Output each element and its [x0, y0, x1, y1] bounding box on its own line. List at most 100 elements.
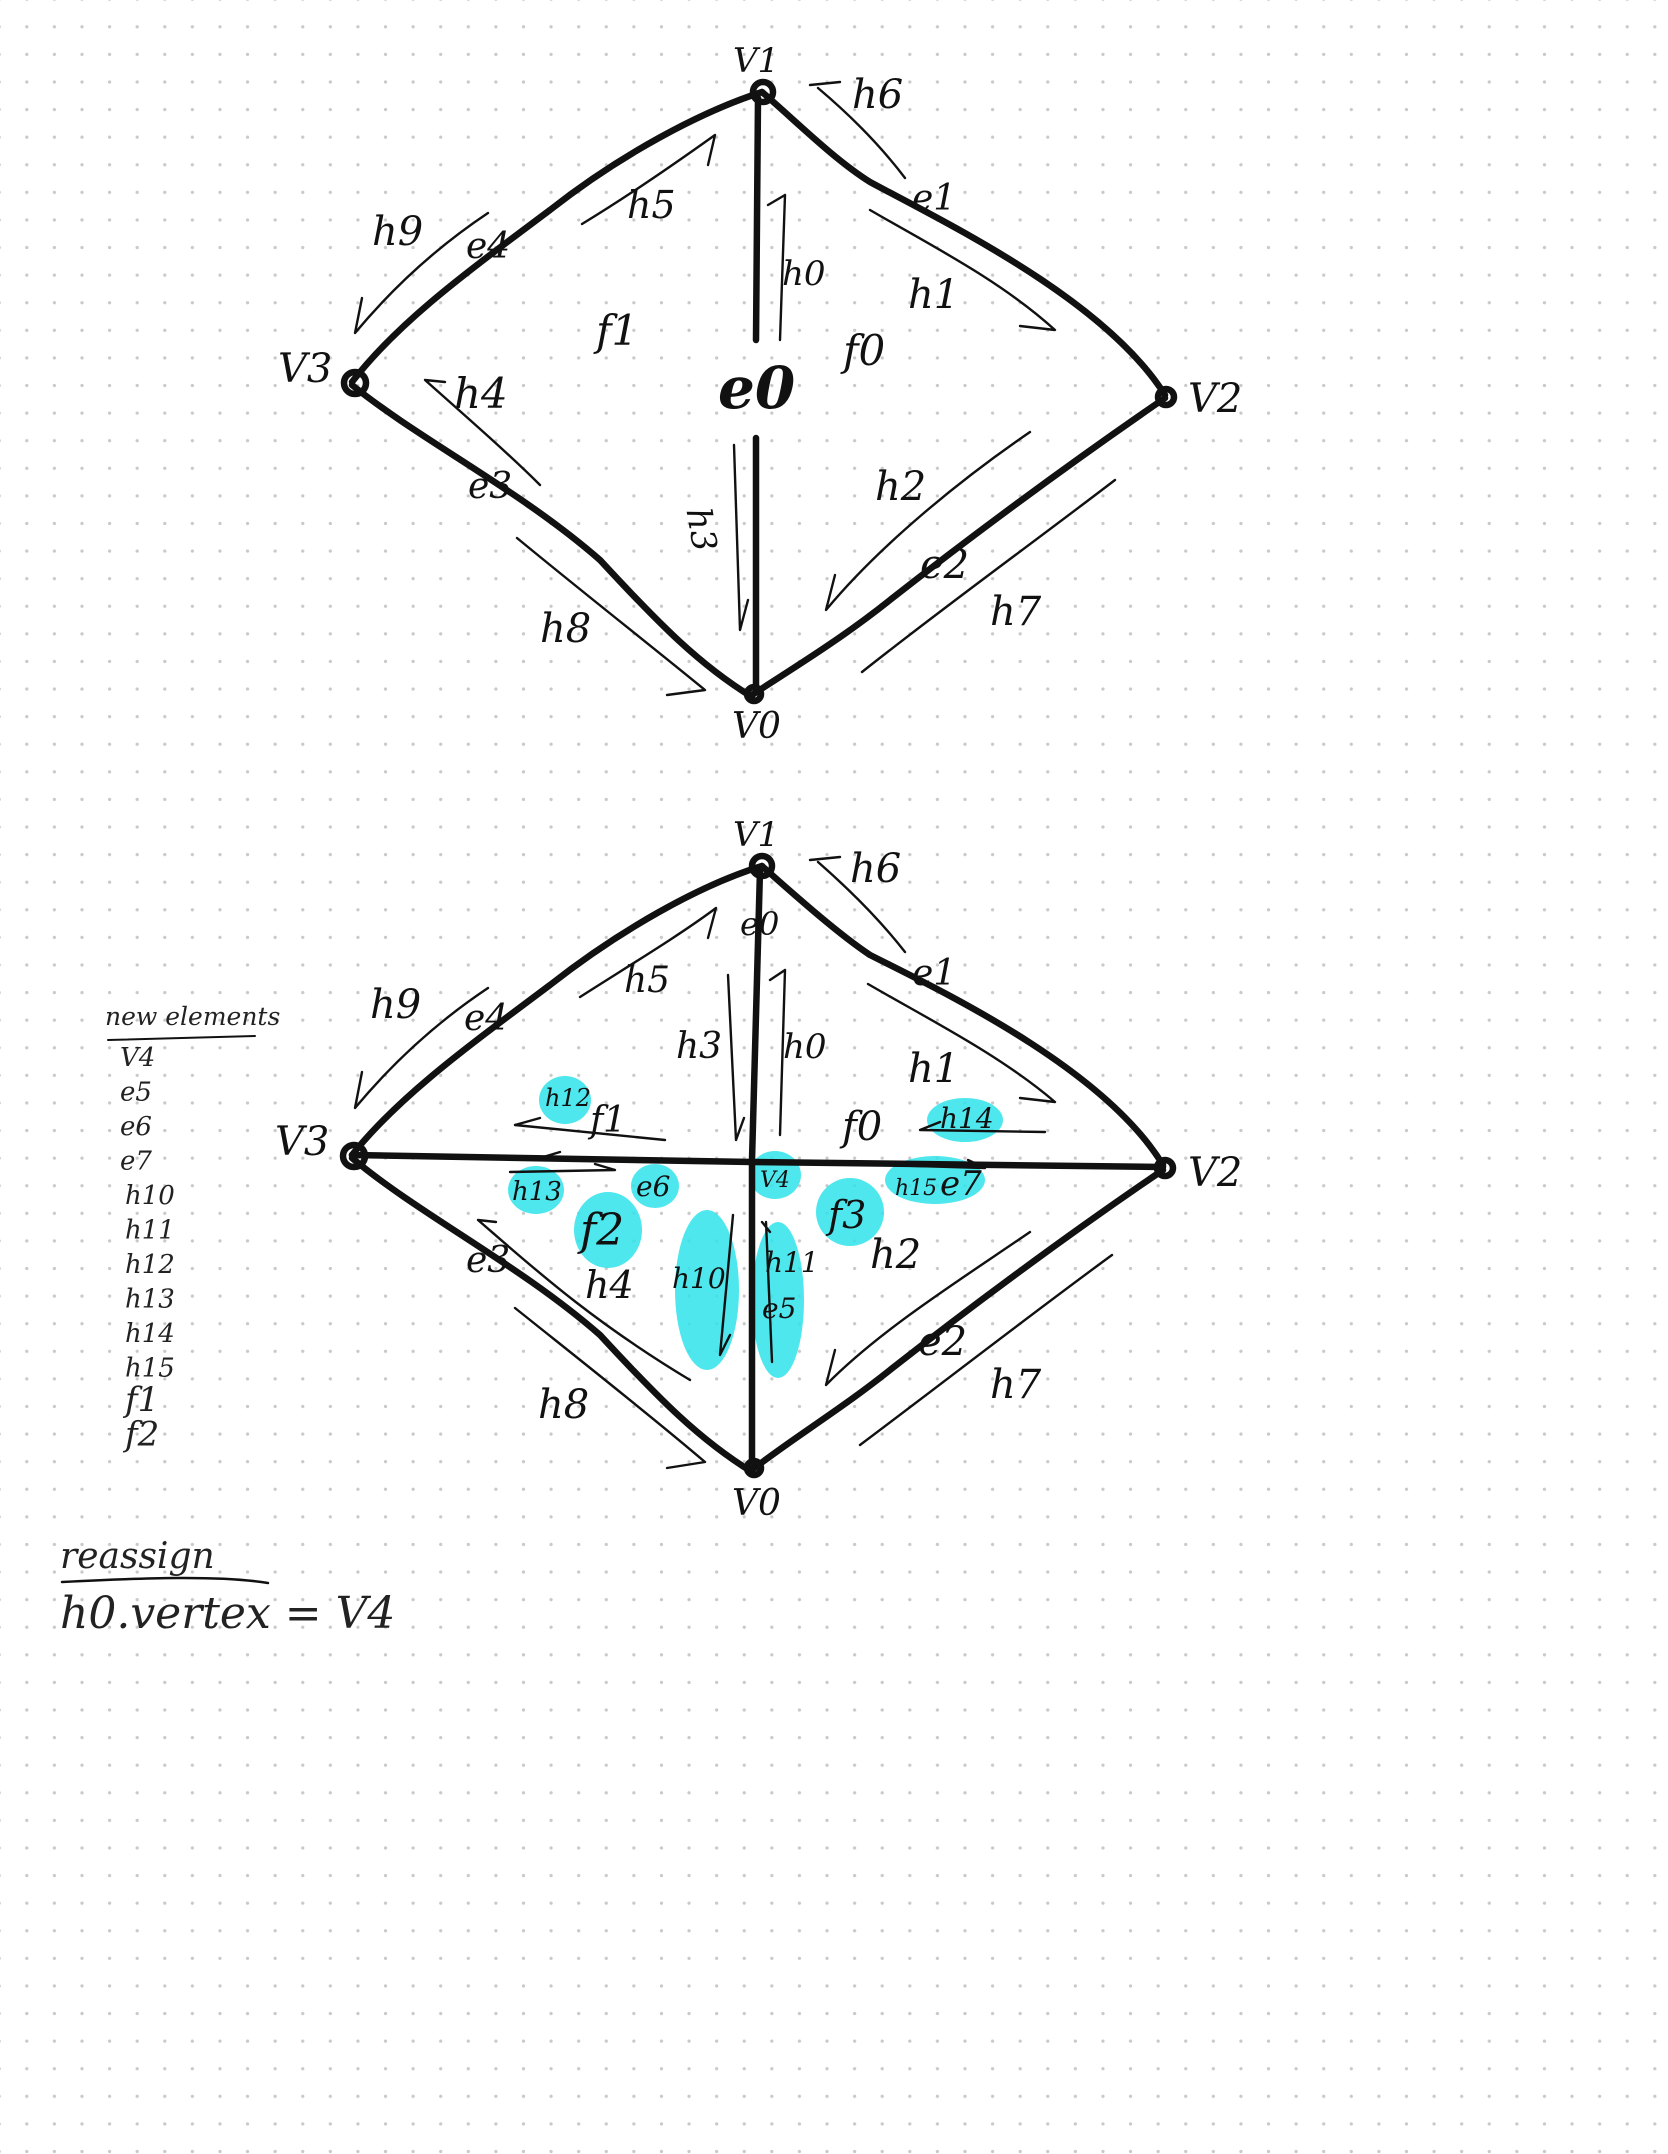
bottom-label-h8: h8 — [538, 1382, 589, 1428]
top-vertex-v0 — [743, 683, 765, 705]
highlight-h11-e5 — [752, 1222, 804, 1378]
bottom-label-h10: h10 — [672, 1262, 726, 1295]
bottom-label-e7: e7 — [940, 1164, 982, 1204]
top-edge-e2 — [748, 394, 1169, 699]
top-halfedge-h6-stroke — [808, 80, 907, 180]
new-element-item: f2 — [122, 1415, 159, 1455]
bottom-vertex-v0 — [743, 1457, 765, 1479]
bottom-halfedge-h15-stroke — [883, 1158, 987, 1170]
bottom-mesh-diagram: V1 V2 V3 V0 V4 e0 e1 e2 e3 e4 e5 e6 e7 f… — [275, 815, 1242, 1524]
top-label-e2: e2 — [920, 542, 969, 588]
bottom-label-e4: e4 — [464, 998, 508, 1039]
top-label-e1: e1 — [912, 178, 956, 219]
bottom-label-v3: V3 — [275, 1119, 329, 1165]
top-label-h6: h6 — [852, 72, 903, 118]
top-edge-e3 — [348, 381, 756, 701]
bottom-label-v0: V0 — [732, 1483, 781, 1524]
top-label-v3: V3 — [278, 346, 332, 392]
top-label-f0: f0 — [840, 326, 885, 375]
bottom-vertex-v3 — [339, 1141, 369, 1171]
bottom-edge-e0 — [748, 866, 764, 1164]
top-vertex-v3 — [340, 368, 370, 398]
bottom-label-h12: h12 — [545, 1084, 591, 1112]
new-element-item: e6 — [120, 1112, 152, 1142]
reassign-underline — [60, 1576, 270, 1585]
bottom-label-e6: e6 — [636, 1170, 670, 1203]
bottom-halfedge-h10-stroke — [718, 1213, 735, 1357]
top-label-h3: h3 — [677, 505, 724, 555]
top-edge-e4 — [348, 88, 766, 386]
bottom-label-h6: h6 — [850, 846, 901, 892]
top-label-v2: V2 — [1188, 376, 1242, 422]
reassign-statement: h0.vertex = V4 — [60, 1588, 395, 1639]
highlight-h12 — [539, 1076, 591, 1124]
bottom-label-h1: h1 — [908, 1046, 959, 1092]
new-element-item: e7 — [120, 1147, 152, 1177]
bottom-label-h13: h13 — [512, 1177, 562, 1207]
new-element-item: h10 — [125, 1181, 175, 1211]
new-element-item: f1 — [122, 1380, 159, 1420]
bottom-edge-e6 — [348, 1151, 756, 1166]
bottom-vertex-v2 — [1153, 1156, 1177, 1180]
bottom-label-h2: h2 — [870, 1232, 921, 1278]
bottom-halfedge-h7-stroke — [858, 1253, 1114, 1447]
top-label-h5: h5 — [627, 183, 676, 227]
highlight-h13 — [508, 1166, 564, 1214]
bottom-label-v4: V4 — [760, 1168, 790, 1193]
bottom-label-h0: h0 — [783, 1027, 827, 1067]
top-halfedge-h3-stroke — [732, 443, 750, 632]
top-label-v0: V0 — [732, 706, 781, 747]
bottom-halfedge-h0-stroke — [768, 968, 787, 1137]
top-label-f1: f1 — [593, 306, 638, 355]
top-vertex-v2 — [1154, 385, 1178, 409]
bottom-label-v2: V2 — [1188, 1150, 1242, 1196]
top-halfedge-h2-stroke — [824, 430, 1032, 612]
new-element-item: V4 — [120, 1043, 155, 1073]
top-label-e3: e3 — [468, 466, 512, 507]
bottom-edge-e4 — [348, 862, 766, 1159]
bottom-edge-e7 — [748, 1158, 1167, 1171]
bottom-label-f1: f1 — [587, 1100, 626, 1141]
bottom-label-h9: h9 — [370, 982, 421, 1028]
bottom-edge-e2 — [748, 1166, 1167, 1474]
bottom-edge-e1 — [758, 862, 1167, 1169]
top-halfedge-h7-stroke — [860, 478, 1117, 674]
bottom-halfedge-h1-stroke — [866, 982, 1057, 1104]
bottom-label-e2: e2 — [918, 1319, 967, 1365]
bottom-halfedge-h14-stroke — [918, 1120, 1047, 1134]
bottom-label-h7: h7 — [990, 1362, 1042, 1408]
top-vertex-v1 — [749, 78, 777, 106]
top-halfedge-h0-stroke — [766, 193, 787, 342]
top-label-h7: h7 — [990, 589, 1042, 635]
new-element-item: e5 — [120, 1078, 152, 1108]
bottom-halfedge-h8-stroke — [513, 1306, 707, 1470]
new-elements-list: new elements V4e5e6e7h10h11h12h13h14h15f… — [105, 1002, 280, 1455]
bottom-label-f3: f3 — [825, 1193, 866, 1237]
new-elements-heading: new elements — [105, 1002, 280, 1031]
reassign-note: reassign h0.vertex = V4 — [60, 1536, 395, 1639]
highlight-f3 — [816, 1178, 884, 1246]
bottom-halfedge-h13-stroke — [508, 1150, 617, 1174]
top-halfedge-h8-stroke — [515, 536, 707, 697]
top-halfedge-h9-stroke — [353, 211, 490, 335]
bottom-label-e0: e0 — [740, 905, 779, 943]
bottom-halfedge-h2-stroke — [824, 1230, 1032, 1387]
bottom-label-h14: h14 — [940, 1102, 994, 1135]
bottom-halfedge-h11-stroke — [760, 1220, 774, 1364]
bottom-label-e3: e3 — [466, 1240, 510, 1281]
new-element-item: h14 — [125, 1319, 175, 1349]
top-label-h9: h9 — [372, 209, 423, 255]
bottom-halfedge-h9-stroke — [353, 986, 490, 1110]
highlight-f2 — [574, 1192, 642, 1268]
bottom-label-h11: h11 — [765, 1246, 819, 1279]
top-label-h0: h0 — [782, 254, 826, 294]
bottom-label-h4: h4 — [585, 1263, 634, 1307]
new-element-item: h13 — [125, 1285, 175, 1315]
bottom-label-e5: e5 — [762, 1292, 796, 1325]
bottom-halfedge-h3-stroke — [726, 973, 746, 1142]
bottom-label-h3: h3 — [676, 1026, 722, 1067]
top-mesh-diagram: V1 V2 V3 V0 e0 e1 e2 e3 e4 f0 f1 h0 h1 h… — [278, 41, 1242, 747]
top-halfedge-h1-stroke — [868, 208, 1057, 332]
